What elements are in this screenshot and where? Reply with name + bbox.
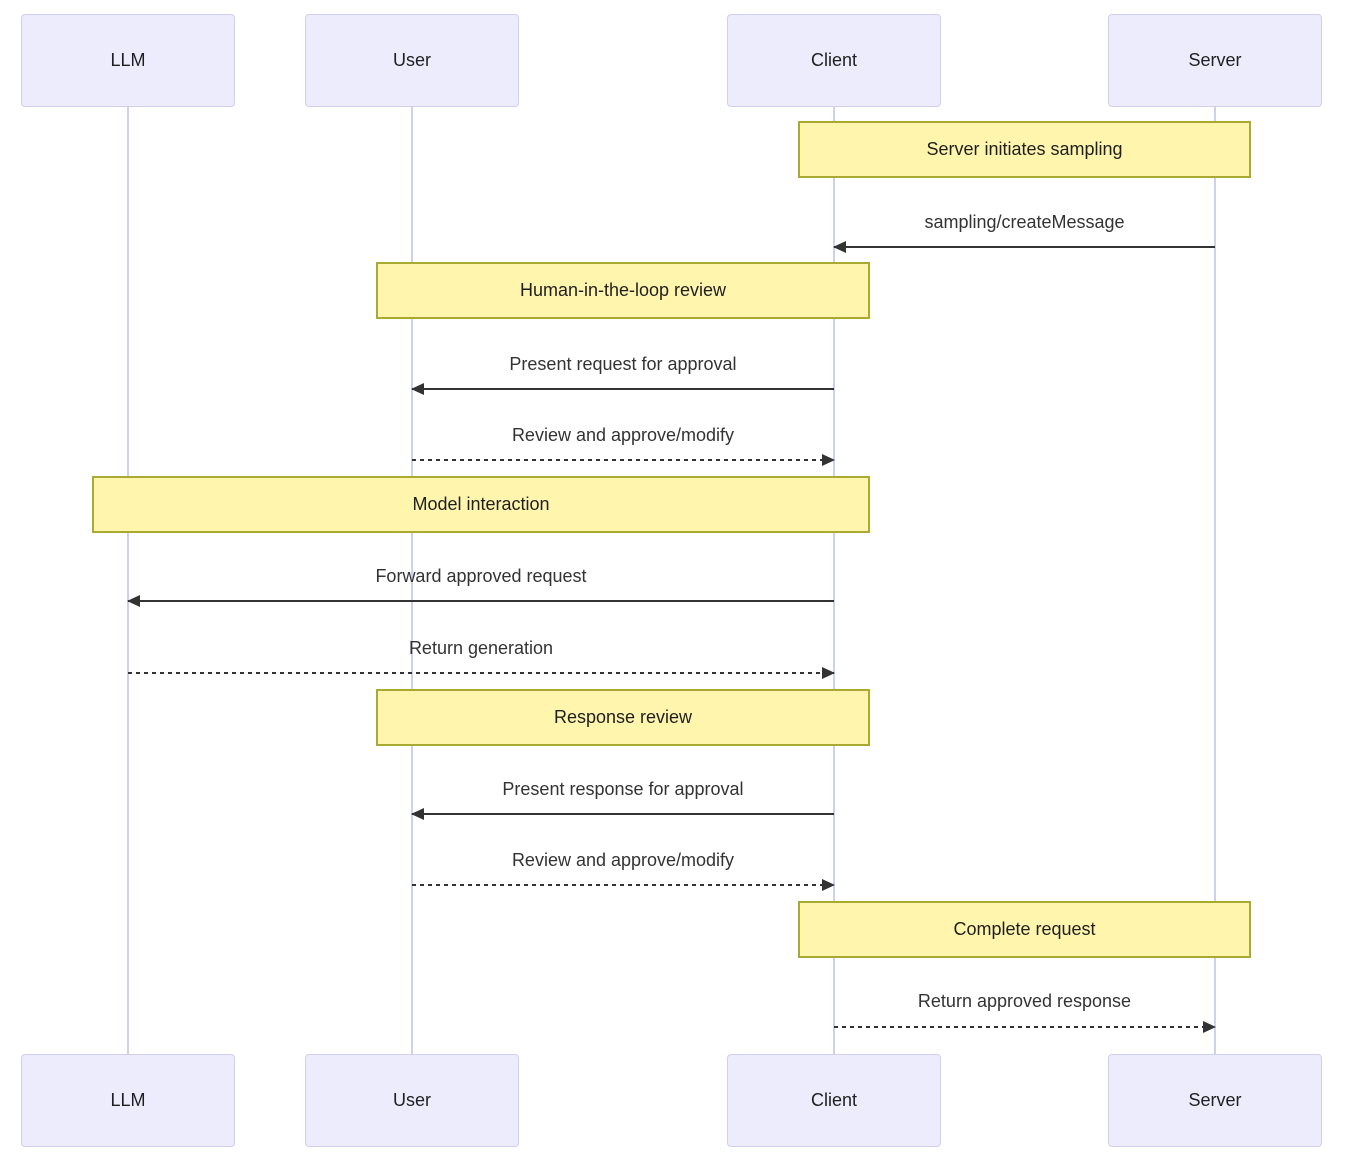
actor-user-top: User: [305, 14, 519, 107]
message-label-present-response-for-approval: Present response for approval: [502, 779, 744, 799]
arrowhead-icon: [411, 383, 424, 395]
arrowhead-icon: [1203, 1021, 1216, 1033]
lifeline-client: [833, 107, 835, 1055]
actor-server-top: Server: [1108, 14, 1322, 107]
message-label-sampling-createmessage: sampling/createMessage: [924, 212, 1125, 232]
lifeline-user: [411, 107, 413, 1055]
arrowhead-icon: [411, 808, 424, 820]
message-label-review-and-approve-modify-2: Review and approve/modify: [511, 850, 735, 870]
message-arrow-present-response-for-approval: [411, 808, 834, 820]
arrowhead-icon: [822, 667, 835, 679]
message-label-forward-approved-request: Forward approved request: [375, 566, 587, 586]
message-label-return-approved-response: Return approved response: [917, 991, 1132, 1011]
note-complete-request: Complete request: [798, 901, 1251, 958]
arrowhead-icon: [833, 241, 846, 253]
message-label-present-request-for-approval: Present request for approval: [509, 354, 737, 374]
note-response-review: Response review: [376, 689, 870, 746]
actor-llm-bottom: LLM: [21, 1054, 235, 1147]
arrowhead-icon: [822, 454, 835, 466]
arrowhead-icon: [822, 879, 835, 891]
message-arrow-return-approved-response: [834, 1021, 1216, 1033]
actor-client-top: Client: [727, 14, 941, 107]
arrowhead-icon: [127, 595, 140, 607]
message-arrow-review-and-approve-modify-1: [412, 454, 835, 466]
actor-client-bottom: Client: [727, 1054, 941, 1147]
lifeline-llm: [127, 107, 129, 1055]
message-arrow-forward-approved-request: [127, 595, 834, 607]
note-human-in-the-loop-review: Human-in-the-loop review: [376, 262, 870, 319]
message-label-return-generation: Return generation: [408, 638, 554, 658]
actor-server-bottom: Server: [1108, 1054, 1322, 1147]
actor-user-bottom: User: [305, 1054, 519, 1147]
message-arrow-present-request-for-approval: [411, 383, 834, 395]
message-arrow-review-and-approve-modify-2: [412, 879, 835, 891]
message-label-review-and-approve-modify-1: Review and approve/modify: [511, 425, 735, 445]
message-arrow-return-generation: [128, 667, 835, 679]
note-server-initiates-sampling: Server initiates sampling: [798, 121, 1251, 178]
actor-llm-top: LLM: [21, 14, 235, 107]
lifeline-server: [1214, 107, 1216, 1055]
message-arrow-sampling-createmessage: [833, 241, 1215, 253]
note-model-interaction: Model interaction: [92, 476, 870, 533]
